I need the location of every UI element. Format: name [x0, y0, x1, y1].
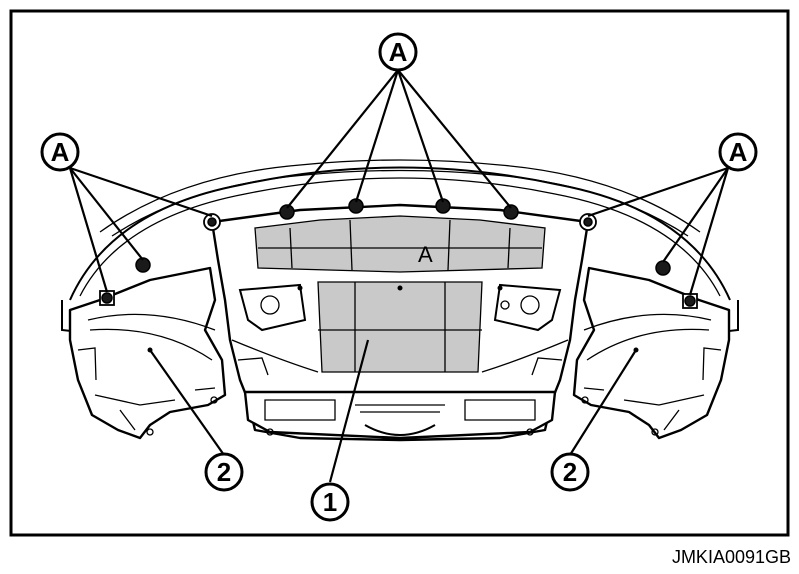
svg-text:2: 2 [563, 457, 577, 487]
callout-2-right: 2 [550, 452, 590, 492]
svg-text:A: A [729, 137, 748, 167]
dashboard-outline [61, 159, 739, 333]
figure-frame [9, 9, 790, 537]
svg-text:A: A [51, 137, 70, 167]
bolt-right-mid [655, 260, 671, 276]
bolt-left-lower [99, 290, 115, 306]
side-panel-right [572, 266, 731, 440]
callout-a-right: A [718, 132, 758, 172]
svg-text:2: 2 [217, 457, 231, 487]
side-panel-left [68, 266, 227, 440]
callout-a-top: A [378, 32, 418, 72]
leader-lines [68, 69, 730, 483]
callout-1-center: 1 [310, 482, 350, 522]
svg-text:1: 1 [323, 487, 337, 517]
callout-a-left: A [40, 132, 80, 172]
callout-2-left: 2 [204, 452, 244, 492]
bolt-center-4 [503, 204, 519, 220]
bolt-center-1 [279, 204, 295, 220]
panel-label: A [418, 242, 433, 267]
center-panel [210, 203, 590, 442]
bolt-right-lower [682, 293, 698, 309]
reference-code: JMKIA0091GB [671, 547, 791, 567]
bolt-left-mid [135, 257, 151, 273]
svg-text:A: A [389, 37, 408, 67]
